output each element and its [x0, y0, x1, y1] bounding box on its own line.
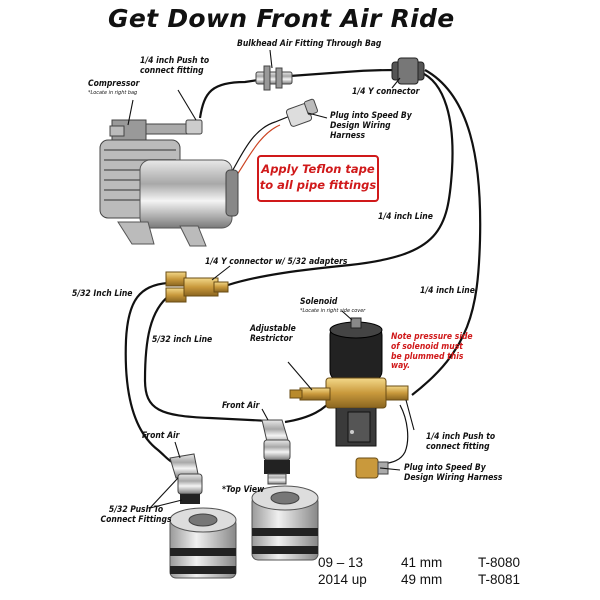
line-532-mid-label: 5/32 inch Line: [152, 335, 213, 345]
line-532-left-label: 5/32 Inch Line: [72, 289, 133, 299]
front-fitting-right-illustration: [261, 419, 291, 485]
spec-size: 41 mm: [401, 555, 443, 570]
y-connector-top-label: 1/4 Y connector: [352, 87, 420, 97]
puck-left-illustration: [169, 507, 237, 579]
restrictor-label: Adjustable Restrictor: [250, 324, 296, 344]
line-quarter-lower-label: 1/4 inch Line: [420, 286, 475, 296]
compressor-label: Compressor*Locate in right bag: [88, 79, 140, 96]
puck-right-illustration: [251, 485, 319, 561]
compressor-title: Compressor: [88, 79, 140, 89]
y-connector-adapters-illustration: [165, 271, 229, 303]
spec-size: 49 mm: [401, 572, 443, 587]
spec-part: T-8080: [478, 555, 521, 570]
y-connector-adapters-label: 1/4 Y connector w/ 5/32 adapters: [205, 257, 348, 267]
spec-part: T-8081: [478, 572, 521, 587]
solenoid-note: *Locate in right side cover: [300, 307, 366, 314]
bulkhead-fitting-illustration: [255, 65, 293, 91]
solenoid-illustration: [289, 317, 409, 447]
line-left-532: [124, 281, 173, 463]
line-compressor-to-bulkhead: [198, 78, 259, 119]
teflon-warning-box: Apply Teflon tape to all pipe fittings: [257, 155, 379, 202]
plug-top-illustration: [285, 98, 319, 127]
plug-bottom-label: Plug into Speed By Design Wiring Harness: [404, 463, 503, 483]
plug-top-label: Plug into Speed By Design Wiring Harness: [330, 111, 412, 141]
solenoid-title: Solenoid: [300, 297, 338, 307]
compressor-illustration: [99, 119, 239, 247]
pressure-note: Note pressure side of solenoid must be p…: [391, 332, 473, 372]
line-quarter-right-label: 1/4 inch Line: [378, 212, 433, 222]
line-y-to-right-quarter: [227, 70, 454, 287]
y-connector-top-illustration: [391, 57, 425, 85]
compressor-note: *Locate in right bag: [88, 89, 138, 96]
line-mid-532: [143, 294, 271, 423]
line-bulkhead-to-y: [289, 68, 397, 78]
solenoid-label: Solenoid*Locate in right side cover: [300, 297, 366, 314]
spec-years: 2014 up: [318, 572, 367, 587]
air-lines: [124, 68, 482, 463]
bulkhead-label: Bulkhead Air Fitting Through Bag: [237, 39, 382, 49]
push-connect-bottom-label: 1/4 inch Push to connect fitting: [426, 432, 496, 452]
leader-lines: [127, 49, 415, 509]
spec-years: 09 – 13: [318, 555, 364, 570]
top-view-label: *Top View: [222, 485, 265, 495]
front-air-left-label: Front Air: [142, 431, 180, 441]
front-air-right-label: Front Air: [222, 401, 260, 411]
page-title: Get Down Front Air Ride: [108, 4, 455, 33]
line-y-to-solenoid: [411, 69, 482, 396]
push-532-label: 5/32 Push To Connect Fittings: [100, 505, 172, 525]
push-connect-top-label: 1/4 inch Push to connect fitting: [140, 56, 210, 76]
front-fitting-left-illustration: [169, 453, 203, 504]
